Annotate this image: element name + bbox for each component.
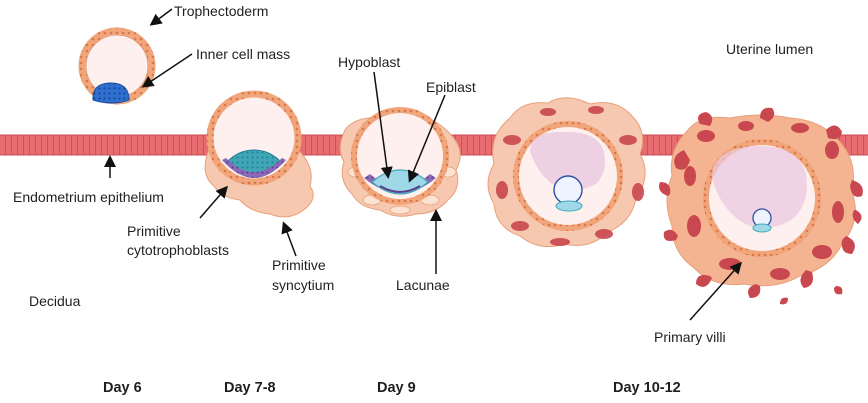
blastocyst-day6 bbox=[78, 27, 156, 105]
label-hypoblast: Hypoblast bbox=[338, 54, 400, 70]
label-decidua: Decidua bbox=[29, 293, 81, 309]
label-inner-cell-mass: Inner cell mass bbox=[196, 46, 290, 62]
label-primitive-cytotrophoblasts-2: cytotrophoblasts bbox=[127, 242, 229, 258]
label-primitive-syncytium-2: syncytium bbox=[272, 277, 334, 293]
label-day6: Day 6 bbox=[103, 380, 142, 396]
label-endometrium-epithelium: Endometrium epithelium bbox=[13, 189, 164, 205]
label-day7-8: Day 7-8 bbox=[224, 380, 276, 396]
label-trophectoderm: Trophectoderm bbox=[174, 3, 268, 19]
embryo-day9 bbox=[339, 107, 461, 217]
label-primitive-cytotrophoblasts-1: Primitive bbox=[127, 223, 181, 239]
embryo-day10 bbox=[487, 97, 646, 248]
label-uterine-lumen: Uterine lumen bbox=[726, 41, 813, 57]
label-day10-12: Day 10-12 bbox=[613, 380, 681, 396]
annotation-arrows bbox=[104, 8, 742, 321]
label-epiblast: Epiblast bbox=[426, 79, 476, 95]
embryo-day7-8 bbox=[204, 90, 314, 218]
embryo-day12 bbox=[659, 107, 863, 305]
label-primary-villi: Primary villi bbox=[654, 329, 726, 345]
label-primitive-syncytium-1: Primitive bbox=[272, 257, 326, 273]
label-day9: Day 9 bbox=[377, 380, 416, 396]
label-lacunae: Lacunae bbox=[396, 277, 450, 293]
